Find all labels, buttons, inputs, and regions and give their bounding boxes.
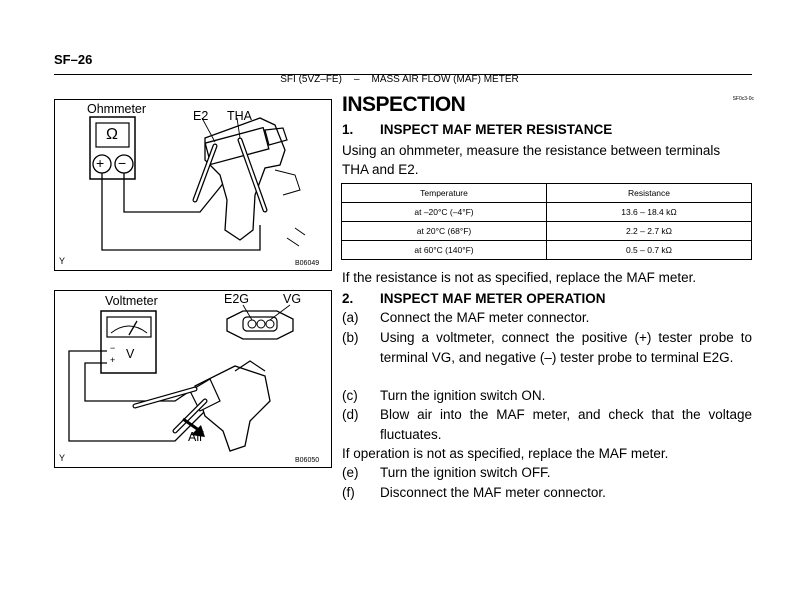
voltmeter-label: Voltmeter [105, 294, 158, 308]
terminal-tha-label: THA [227, 109, 252, 123]
voltmeter-minus-terminal: − [110, 343, 116, 353]
table-row: at 20°C (68°F) 2.2 – 2.7 kΩ [341, 221, 752, 241]
section-dash: – [353, 74, 360, 85]
substep-d-text: Blow air into the MAF meter, and check t… [380, 407, 752, 442]
figure-ohmmeter: Ohmmeter Ω + − E2 THA Y B06049 [54, 99, 332, 271]
resistance-table: Temperature Resistance at –20°C (–4°F) 1… [341, 183, 752, 260]
figure2-corner-mark: Y [59, 453, 66, 463]
terminal-e2g-label: E2G [224, 292, 250, 306]
voltmeter-illustration [68, 304, 294, 452]
note-replace-1: If the resistance is not as specified, r… [342, 270, 697, 285]
minus-terminal: − [118, 155, 127, 171]
substep-b-label: (b) [342, 330, 359, 345]
figure2-code: B06050 [295, 457, 320, 464]
ohmmeter-illustration [89, 116, 306, 251]
substep-a-label: (a) [342, 310, 359, 325]
step1-body-line2: THA and E2. [342, 162, 419, 177]
substep-f-label: (f) [342, 485, 355, 500]
ohmmeter-label: Ohmmeter [87, 102, 147, 116]
step1-body-line1: Using an ohmmeter, measure the resistanc… [342, 143, 721, 158]
voltmeter-v-label: V [126, 347, 135, 361]
step2-title: INSPECT MAF METER OPERATION [380, 291, 606, 306]
figure1-code: B06049 [295, 260, 320, 267]
table-header-cell: Resistance [546, 183, 752, 203]
component-name: MASS AIR FLOW (MAF) METER [371, 74, 519, 85]
table-header-cell: Temperature [341, 183, 547, 203]
table-header-row: Temperature Resistance [341, 183, 752, 203]
section-name: SFI (5VZ–FE) [280, 74, 342, 85]
step1-number: 1. [342, 122, 354, 137]
substep-e-label: (e) [342, 465, 359, 480]
table-row: at –20°C (–4°F) 13.6 – 18.4 kΩ [341, 202, 752, 222]
page-number: SF–26 [54, 52, 93, 67]
step1-title: INSPECT MAF METER RESISTANCE [380, 122, 613, 137]
table-cell: 0.5 – 0.7 kΩ [546, 240, 752, 260]
table-cell: at –20°C (–4°F) [341, 202, 547, 222]
table-cell: 13.6 – 18.4 kΩ [546, 202, 752, 222]
omega-icon: Ω [106, 126, 118, 143]
table-row: at 60°C (140°F) 0.5 – 0.7 kΩ [341, 240, 752, 260]
note-replace-2: If operation is not as specified, replac… [342, 446, 669, 461]
substep-f-text: Disconnect the MAF meter connector. [380, 485, 606, 500]
table-cell: at 60°C (140°F) [341, 240, 547, 260]
figure1-corner-mark: Y [59, 256, 66, 266]
table-cell: 2.2 – 2.7 kΩ [546, 221, 752, 241]
substep-e-text: Turn the ignition switch OFF. [380, 465, 551, 480]
substep-a-text: Connect the MAF meter connector. [380, 310, 590, 325]
plus-terminal: + [96, 155, 105, 171]
air-label: Air [188, 430, 204, 444]
step2-number: 2. [342, 291, 354, 306]
substep-c-text: Turn the ignition switch ON. [380, 388, 546, 403]
document-code: SF0c3-0c [732, 96, 754, 102]
table-cell: at 20°C (68°F) [341, 221, 547, 241]
terminal-vg-label: VG [283, 292, 302, 306]
figure-voltmeter: Voltmeter V − + E2G VG Air Y B06050 [54, 290, 332, 468]
substep-b-text: Using a voltmeter, connect the positive … [380, 330, 752, 365]
page-heading: INSPECTION [342, 93, 466, 116]
substep-c-label: (c) [342, 388, 358, 403]
terminal-e2-label: E2 [193, 109, 209, 123]
section-title: SFI (5VZ–FE)–MASS AIR FLOW (MAF) METER [0, 74, 799, 85]
header-rule [54, 74, 752, 75]
voltmeter-plus-terminal: + [110, 355, 116, 365]
substep-d-label: (d) [342, 407, 359, 422]
